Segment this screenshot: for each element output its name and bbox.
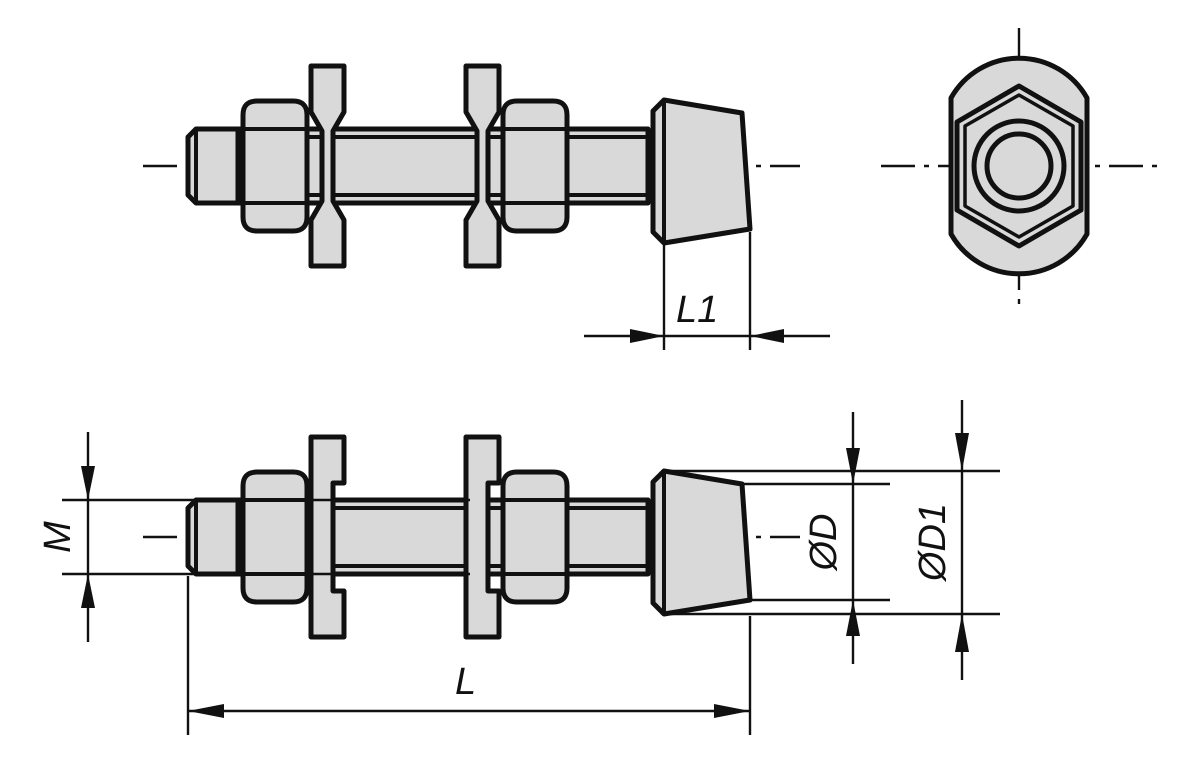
hex-nut-1-top — [240, 98, 310, 234]
M-arrow-upper — [81, 466, 95, 500]
M-label: M — [37, 521, 79, 553]
hex-nut-inner-edge-end — [963, 93, 1075, 239]
top-side-view: L1 — [143, 63, 830, 350]
L-arrow-right — [714, 704, 750, 718]
bore-inner-circle-end — [984, 131, 1054, 201]
dimension-L1: L1 — [584, 232, 830, 350]
L-label: L — [455, 661, 476, 703]
cone-head-bottom — [650, 468, 753, 617]
L1-arrow-left — [630, 329, 664, 343]
hex-nut-1-bottom — [240, 469, 310, 605]
end-view — [881, 28, 1158, 305]
dimension-D: ØD — [742, 412, 890, 664]
L1-label: L1 — [676, 289, 718, 331]
dimension-L: L — [186, 576, 752, 735]
dimension-M: M — [37, 432, 470, 642]
hex-collar-1-bottom — [308, 434, 347, 640]
D1-arrow-lower — [955, 614, 969, 652]
hex-collar-1-top — [308, 63, 347, 269]
hex-collar-2-top — [463, 63, 502, 269]
dimension-D1: ØD1 — [664, 400, 1000, 680]
cone-head-top — [650, 97, 753, 246]
hex-nut-2-bottom — [500, 469, 570, 605]
D1-arrow-upper — [955, 433, 969, 471]
bottom-front-view: M ØD ØD1 L — [37, 400, 1000, 735]
D1-label: ØD1 — [912, 503, 954, 583]
L-arrow-left — [188, 704, 224, 718]
D-label: ØD — [803, 514, 845, 573]
M-arrow-lower — [81, 574, 95, 608]
hex-nut-2-top — [500, 98, 570, 234]
L1-arrow-right — [750, 329, 784, 343]
D-arrow-lower — [846, 600, 860, 636]
hex-collar-2-bottom — [463, 434, 502, 640]
D-arrow-upper — [846, 448, 860, 484]
